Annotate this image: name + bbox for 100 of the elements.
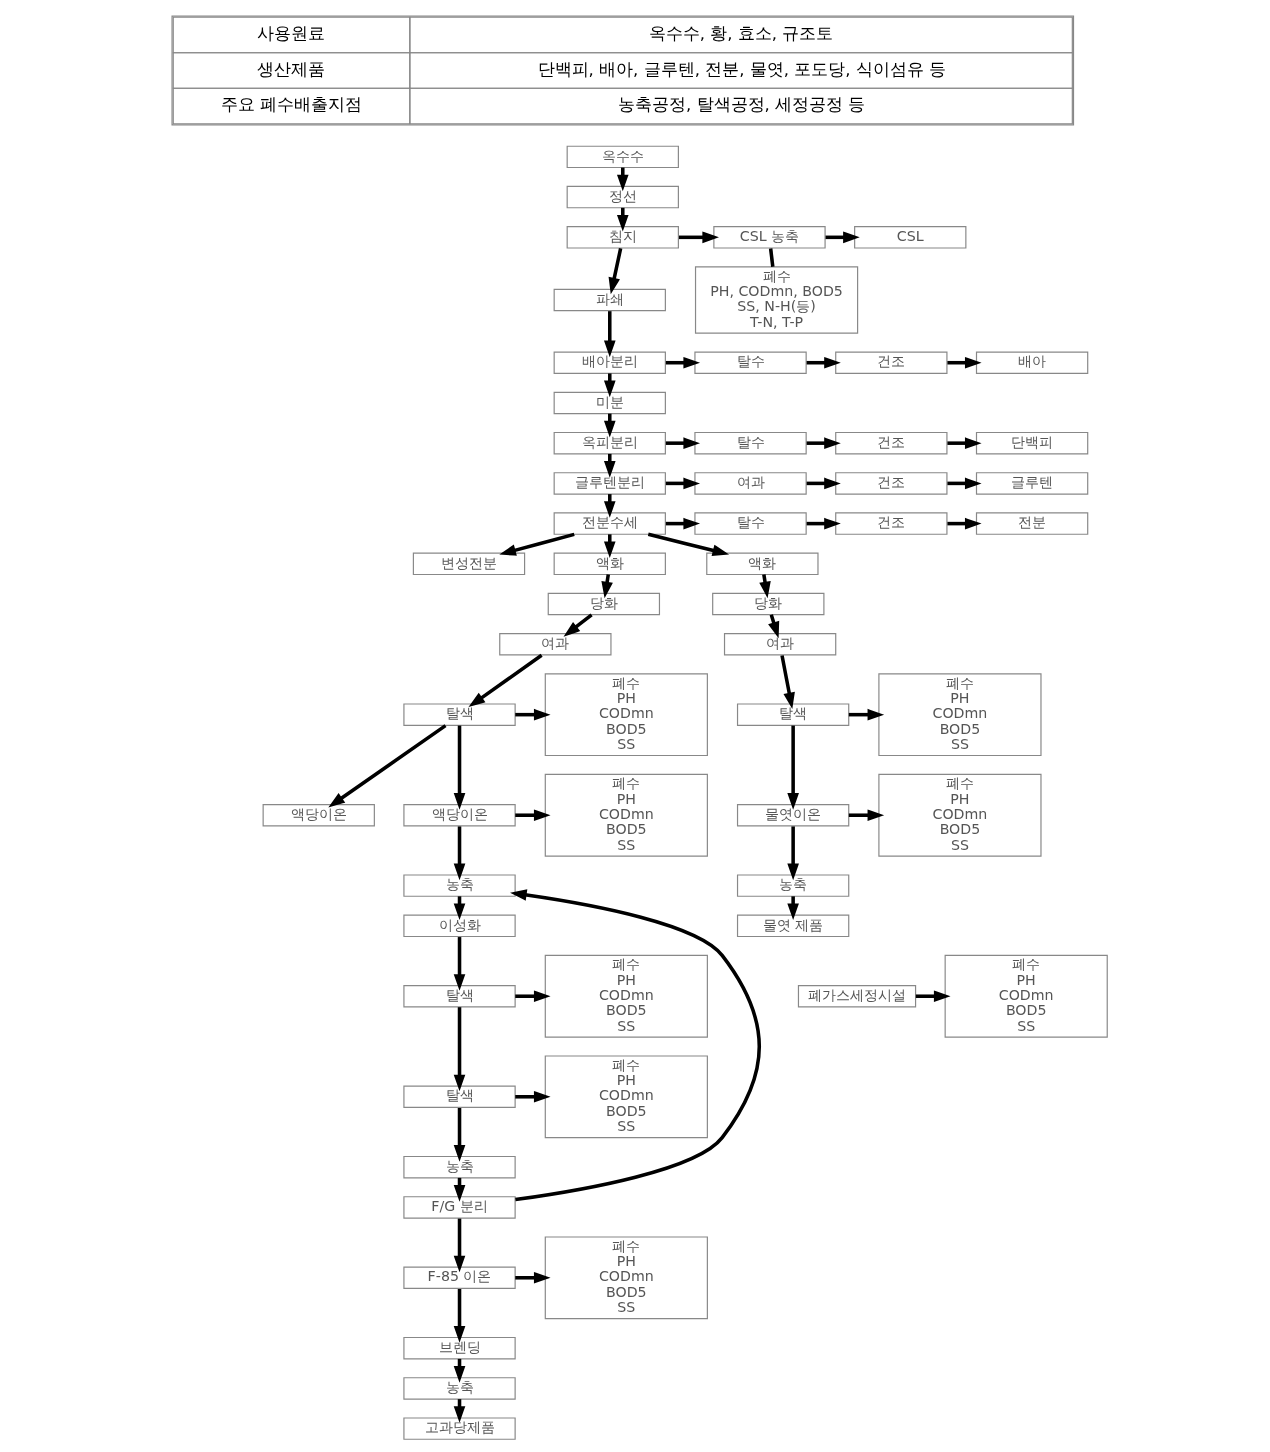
arrow bbox=[915, 989, 950, 1002]
node-box: 옥피분리 bbox=[553, 431, 666, 454]
node-box: 옥수수 bbox=[566, 145, 679, 168]
arrow bbox=[848, 808, 884, 821]
node-box: 농축 bbox=[736, 873, 849, 897]
node-box: 글루텐 bbox=[975, 471, 1088, 495]
arrow bbox=[946, 356, 982, 369]
node-box: 폐수 PH CODmn BOD5 SS bbox=[544, 954, 708, 1038]
label: 주요 폐수배출지점 bbox=[220, 94, 362, 114]
arrow bbox=[514, 1090, 551, 1103]
node-box: F/G 분리 bbox=[402, 1195, 516, 1219]
label: 옥수수, 황, 효소, 규조토 bbox=[648, 23, 833, 43]
node-box: 고과당제품 bbox=[402, 1416, 516, 1440]
node-box: 침지 bbox=[566, 225, 679, 249]
node-box: 폐수 PH CODmn BOD5 SS bbox=[877, 672, 1042, 756]
arrow bbox=[665, 477, 700, 489]
arrow bbox=[848, 708, 884, 720]
arrow bbox=[603, 372, 616, 397]
node-box: 배아분리 bbox=[553, 351, 666, 374]
node-box: 폐수 PH, CODmn, BOD5 SS, N-H(등) T-N, T-P bbox=[694, 265, 858, 334]
node-box: 농축 bbox=[402, 1155, 516, 1178]
arrow bbox=[453, 1218, 465, 1272]
arrow bbox=[453, 1288, 465, 1343]
node-box: 브렌딩 bbox=[402, 1336, 516, 1359]
node-box: 여과 bbox=[723, 632, 836, 655]
node-box: 탈수 bbox=[693, 431, 807, 454]
node-box: 폐수 PH CODmn BOD5 SS bbox=[944, 954, 1108, 1038]
node-box: 배아 bbox=[975, 351, 1088, 374]
node-box: 액당이온 bbox=[262, 803, 375, 826]
arrow bbox=[453, 1006, 465, 1091]
node-box: 이성화 bbox=[402, 914, 516, 937]
node-box: 물엿이온 bbox=[736, 803, 849, 826]
arrow bbox=[806, 517, 841, 529]
arrow bbox=[616, 167, 629, 191]
node-box: 폐수 PH CODmn BOD5 SS bbox=[544, 672, 708, 756]
arrow bbox=[514, 808, 551, 821]
arrow bbox=[453, 1107, 465, 1162]
arrow bbox=[453, 725, 465, 810]
node-box: 단백피 bbox=[975, 431, 1088, 454]
arrow bbox=[498, 532, 575, 556]
arrow bbox=[453, 936, 465, 991]
connector bbox=[768, 247, 775, 267]
arrow bbox=[647, 532, 729, 556]
node-box: 전분 bbox=[975, 511, 1088, 535]
arrow bbox=[665, 436, 700, 449]
node-box: 액당이온 bbox=[402, 803, 516, 826]
arrow bbox=[825, 231, 860, 243]
arrow bbox=[509, 888, 761, 1201]
node-box: 탈수 bbox=[693, 351, 807, 374]
node-box: 변성전분 bbox=[412, 552, 525, 575]
node-box: 농축 bbox=[402, 1376, 516, 1400]
arrow bbox=[514, 708, 551, 720]
arrow bbox=[603, 493, 616, 518]
node-box: 전분수세 bbox=[553, 511, 666, 535]
label: 생산제품 bbox=[256, 59, 325, 79]
arrow bbox=[946, 477, 982, 489]
arrow bbox=[665, 356, 700, 369]
arrow bbox=[514, 1271, 551, 1284]
arrow bbox=[786, 825, 799, 880]
arrow bbox=[603, 413, 616, 437]
node-box: 농축 bbox=[402, 873, 516, 897]
node-box: 폐수 PH CODmn BOD5 SS bbox=[544, 773, 708, 857]
arrow bbox=[603, 453, 616, 478]
arrow bbox=[603, 533, 616, 558]
label: 단백피, 배아, 글루텐, 전분, 물엿, 포도당, 식이섬유 등 bbox=[537, 59, 946, 79]
node-box: 파쇄 bbox=[553, 288, 666, 311]
node-box: 폐가스세정시설 bbox=[797, 984, 916, 1007]
node-box: 탈색 bbox=[402, 984, 516, 1007]
node-box: CSL bbox=[853, 225, 966, 249]
node-box: 폐수 PH CODmn BOD5 SS bbox=[877, 773, 1042, 857]
node-box: 탈수 bbox=[693, 511, 807, 535]
arrow bbox=[327, 723, 447, 807]
node-box: 건조 bbox=[834, 431, 947, 454]
arrow bbox=[563, 612, 593, 637]
node-box: 당화 bbox=[547, 592, 660, 615]
arrow bbox=[806, 356, 841, 369]
node-box: 물엿 제품 bbox=[736, 914, 849, 937]
node-box: F-85 이온 bbox=[402, 1266, 516, 1289]
node-box: 폐수 PH CODmn BOD5 SS bbox=[544, 1054, 708, 1138]
node-box: 액화 bbox=[553, 552, 666, 575]
arrow bbox=[946, 436, 982, 449]
arrow bbox=[786, 895, 799, 920]
node-box: 당화 bbox=[711, 592, 824, 615]
arrow bbox=[806, 436, 841, 449]
arrow bbox=[603, 310, 616, 357]
node-box: 탈색 bbox=[736, 702, 849, 726]
node-box: 여과 bbox=[498, 632, 612, 655]
node-box: 정선 bbox=[566, 185, 679, 208]
arrow bbox=[786, 725, 799, 810]
node-box: 여과 bbox=[693, 471, 807, 495]
node-box: 건조 bbox=[834, 471, 947, 495]
node-box: CSL 농축 bbox=[712, 225, 826, 249]
arrow bbox=[678, 231, 719, 243]
node-box: 탈색 bbox=[402, 702, 516, 726]
arrow bbox=[453, 825, 465, 880]
node-box: 탈색 bbox=[402, 1085, 516, 1108]
node-box: 미분 bbox=[553, 391, 666, 414]
label: 농축공정, 탈색공정, 세정공정 등 bbox=[617, 94, 865, 114]
label: 사용원료 bbox=[256, 23, 325, 43]
arrow bbox=[779, 654, 795, 709]
